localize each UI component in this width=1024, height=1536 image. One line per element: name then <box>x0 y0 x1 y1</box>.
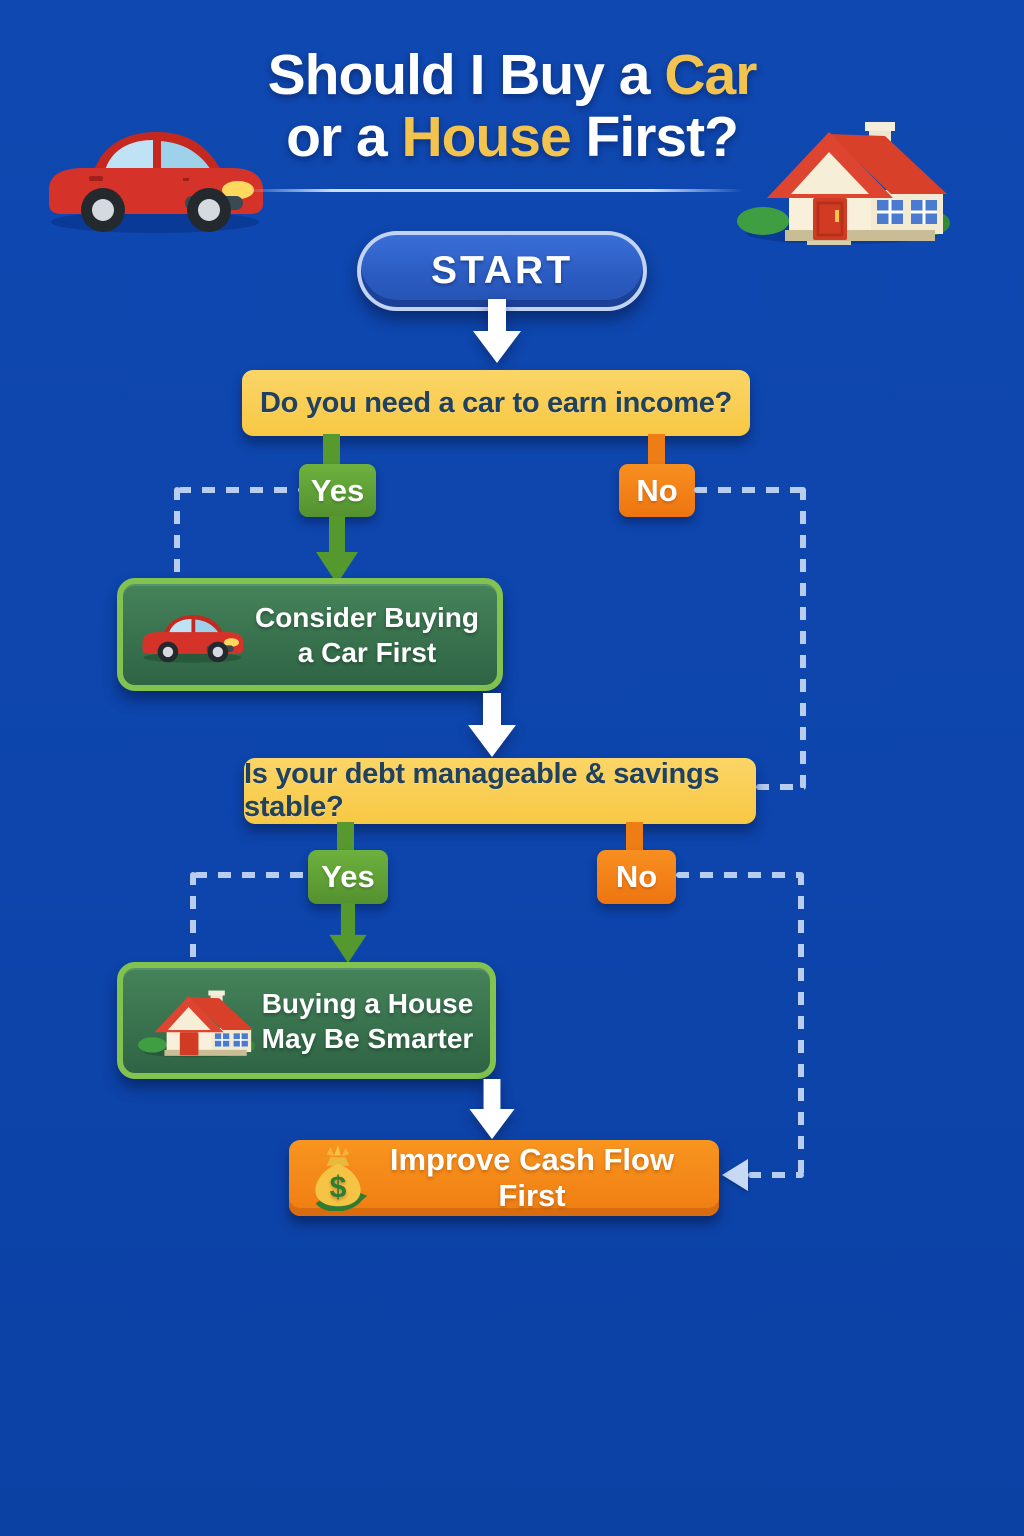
connector-stem <box>323 434 340 466</box>
no-badge-1: No <box>619 464 695 517</box>
down-arrow-icon <box>469 1079 515 1140</box>
connector-stem <box>337 822 354 852</box>
dashed-connector <box>800 487 806 789</box>
connector-stem <box>626 822 643 852</box>
house-icon <box>138 990 255 1057</box>
question-box-1: Do you need a car to earn income? <box>242 370 750 436</box>
outcome-box-car: Consider Buying a Car First <box>117 578 503 691</box>
money-bag-icon: $ <box>315 1145 368 1211</box>
outcome-cash-label: Improve Cash Flow First <box>389 1142 675 1213</box>
dashed-connector <box>676 872 802 878</box>
yes-badge-1: Yes <box>299 464 376 517</box>
house-icon <box>737 122 950 245</box>
svg-text:$: $ <box>330 1171 347 1204</box>
outcome-box-cash: $ Improve Cash Flow First <box>289 1140 719 1216</box>
question-box-2: Is your debt manageable & savings stable… <box>244 758 756 824</box>
dashed-connector <box>748 1172 804 1178</box>
title-line-1: Should I Buy a Car <box>267 43 758 107</box>
down-arrow-icon <box>473 299 521 363</box>
dashed-connector <box>694 487 806 493</box>
down-arrow-icon <box>468 693 516 757</box>
yes-badge-2: Yes <box>308 850 388 904</box>
dashed-connector <box>190 872 196 964</box>
outcome-box-house: Buying a House May Be Smarter <box>117 962 496 1079</box>
car-icon <box>142 614 244 663</box>
car-icon <box>49 132 263 233</box>
no-badge-2: No <box>597 850 676 904</box>
title-line-2: or a House First? <box>286 105 739 169</box>
outcome-house-label: Buying a House May Be Smarter <box>261 987 474 1054</box>
dashed-connector <box>178 487 299 493</box>
title-underline <box>243 189 743 192</box>
connector-stem <box>648 434 665 466</box>
down-arrow-icon <box>329 903 367 964</box>
title-highlight-car: Car <box>664 43 757 107</box>
dashed-connector <box>174 487 180 580</box>
outcome-car-label: Consider Buying a Car First <box>254 601 479 668</box>
down-arrow-icon <box>316 516 358 584</box>
dashed-connector <box>798 872 804 1178</box>
left-arrowhead-icon <box>722 1159 748 1191</box>
title-highlight-house: House <box>401 105 572 169</box>
dashed-connector <box>756 784 806 790</box>
page-title: Should I Buy a Car or a House First? <box>0 44 1024 168</box>
dashed-connector <box>194 872 308 878</box>
